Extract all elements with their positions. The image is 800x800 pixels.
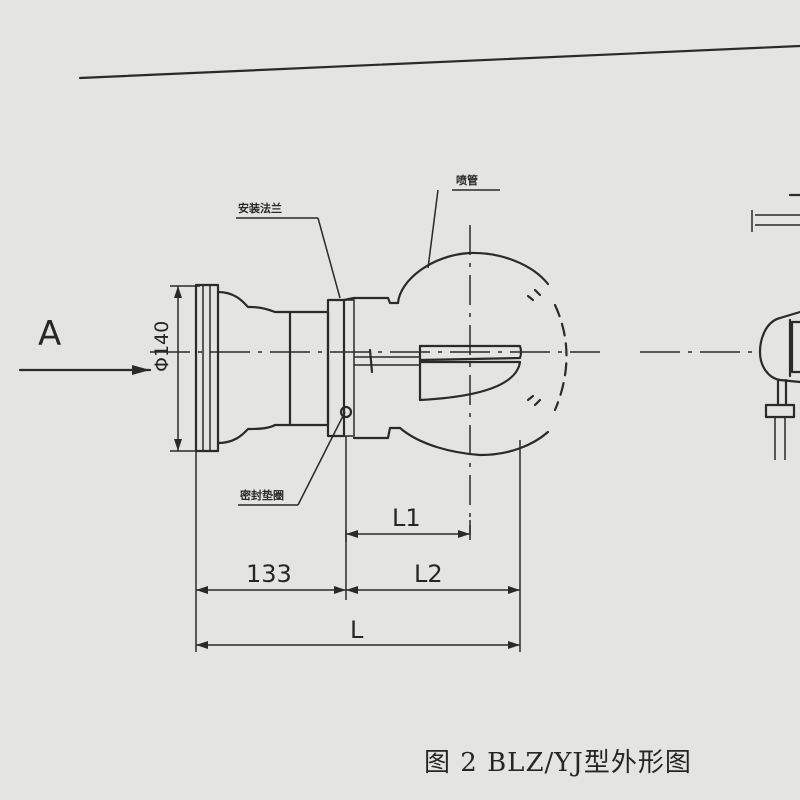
figure-caption: 图 2 BLZ/YJ型外形图 — [424, 748, 692, 778]
dimension-l1 — [346, 530, 470, 538]
callout-leaders — [236, 189, 500, 506]
top-rule — [78, 44, 800, 80]
callout-mount-flange: 安装法兰 — [238, 201, 282, 215]
view-arrow-a — [18, 365, 152, 375]
extension-lines — [195, 436, 521, 652]
dimension-l-label: L — [350, 616, 364, 644]
dimension-133-label: 133 — [246, 560, 292, 588]
view-label-a: A — [38, 314, 61, 354]
sensor-body — [194, 283, 523, 453]
dimension-l1-label: L1 — [392, 504, 421, 532]
dimension-l2-label: L2 — [414, 560, 443, 588]
diameter-label: Φ140 — [151, 321, 173, 372]
callout-seal: 密封垫圈 — [240, 488, 284, 502]
callout-tube: 喷管 — [456, 173, 478, 187]
diameter-dimension — [170, 285, 200, 452]
side-view-partial — [751, 193, 800, 460]
centre-lines — [150, 225, 760, 535]
dimension-l — [196, 641, 520, 649]
spherical-housing — [396, 251, 568, 457]
dimension-row-133-l2 — [196, 586, 520, 594]
